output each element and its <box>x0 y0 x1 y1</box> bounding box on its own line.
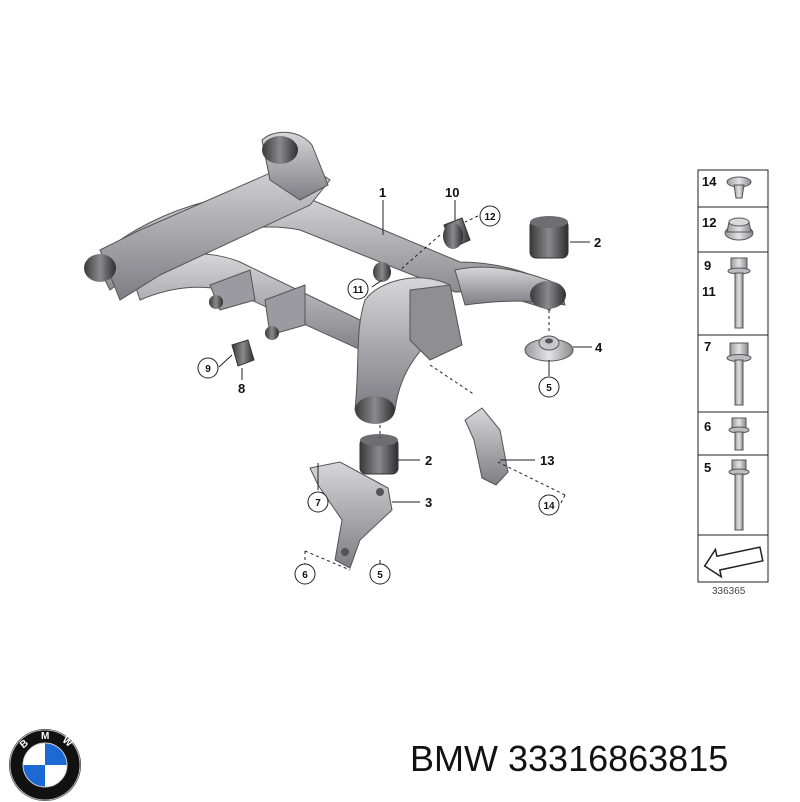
callout-5-upper-circle <box>538 376 560 398</box>
panel-label-5: 5 <box>704 460 711 475</box>
callout-10: 10 <box>445 185 459 200</box>
callout-7-circle <box>307 491 329 513</box>
panel-label-14: 14 <box>702 174 717 189</box>
bushing-10 <box>443 217 471 249</box>
leader-lines <box>218 200 592 571</box>
callout-14: 14 <box>543 501 555 512</box>
panel-label-7: 7 <box>704 339 711 354</box>
callout-2-upper: 2 <box>594 235 601 250</box>
callouts: 1 10 12 2 11 4 5 9 8 2 13 3 7 14 6 5 <box>197 185 603 585</box>
callout-5-upper: 5 <box>546 383 552 394</box>
callout-7: 7 <box>315 498 321 509</box>
callout-9: 9 <box>205 364 211 375</box>
svg-text:M: M <box>41 731 49 742</box>
callout-12: 12 <box>484 212 496 223</box>
callout-2-lower: 2 <box>425 453 432 468</box>
washer-4 <box>524 335 574 362</box>
callout-6: 6 <box>302 570 308 581</box>
callout-4: 4 <box>595 340 603 355</box>
callout-11-circle <box>347 278 369 300</box>
callout-5-lower: 5 <box>377 570 383 581</box>
diagram-number: 336365 <box>712 586 746 597</box>
bushing-2-upper <box>529 216 569 259</box>
callout-5-lower-circle <box>369 563 391 585</box>
callout-13: 13 <box>540 453 554 468</box>
callout-3: 3 <box>425 495 432 510</box>
panel-label-12: 12 <box>702 215 716 230</box>
callout-1: 1 <box>379 185 386 200</box>
callout-11: 11 <box>353 285 364 296</box>
bushing-2-lower <box>359 434 399 475</box>
footer-part-label: BMW 33316863815 <box>410 738 728 780</box>
nut-icon <box>724 217 754 241</box>
panel-label-9: 9 <box>704 258 711 273</box>
bracket-3 <box>309 461 393 569</box>
hardware-panel: 14 12 9 11 7 6 5 <box>697 169 769 597</box>
callout-12-circle <box>479 205 501 227</box>
short-bolt-icon <box>728 417 750 451</box>
bolt-5-icon <box>728 459 750 531</box>
rear-subframe <box>84 131 566 424</box>
bmw-logo: B M W <box>9 729 81 801</box>
callout-9-circle <box>197 357 219 379</box>
long-bolt-icon <box>727 257 751 329</box>
direction-arrow-icon <box>703 546 764 579</box>
clip-icon <box>726 176 752 199</box>
panel-label-6: 6 <box>704 419 711 434</box>
callout-6-circle <box>294 563 316 585</box>
bushing-8 <box>231 339 255 367</box>
callout-8: 8 <box>238 381 245 396</box>
footer-brand-name: BMW <box>410 738 498 779</box>
footer-part-number: 33316863815 <box>508 738 729 779</box>
bracket-13 <box>464 407 509 486</box>
panel-label-11: 11 <box>702 284 716 299</box>
callout-14-circle <box>538 494 560 516</box>
flange-bolt-icon <box>726 342 752 406</box>
